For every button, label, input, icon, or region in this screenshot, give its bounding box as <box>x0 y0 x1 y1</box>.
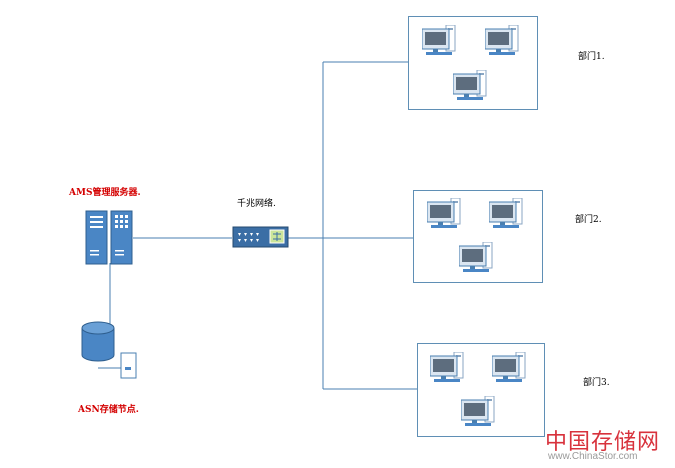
computer-icon <box>485 25 519 56</box>
computer-icon <box>427 198 461 229</box>
department-3-label: 部门3. <box>583 378 610 388</box>
computer-icon <box>492 352 526 383</box>
computer-icon <box>430 352 464 383</box>
computer-icon <box>453 70 487 101</box>
computer-icon <box>489 198 523 229</box>
storage-node-icon <box>120 352 137 379</box>
server-icon <box>85 210 133 265</box>
watermark-brand: 中国存储网 <box>545 430 661 455</box>
computer-icon <box>461 396 495 427</box>
computer-icon <box>422 25 456 56</box>
department-1-label: 部门1. <box>578 52 605 62</box>
storage-database-icon <box>81 321 115 362</box>
watermark-url: www.ChinaStor.com <box>548 451 638 462</box>
switch-label: 千兆网络. <box>237 199 276 209</box>
asn-storage-label: ASN存储节点. <box>78 405 139 415</box>
switch-icon <box>232 226 289 248</box>
ams-server-label: AMS管理服务器. <box>69 188 141 198</box>
department-2-label: 部门2. <box>575 215 602 225</box>
computer-icon <box>459 242 493 273</box>
